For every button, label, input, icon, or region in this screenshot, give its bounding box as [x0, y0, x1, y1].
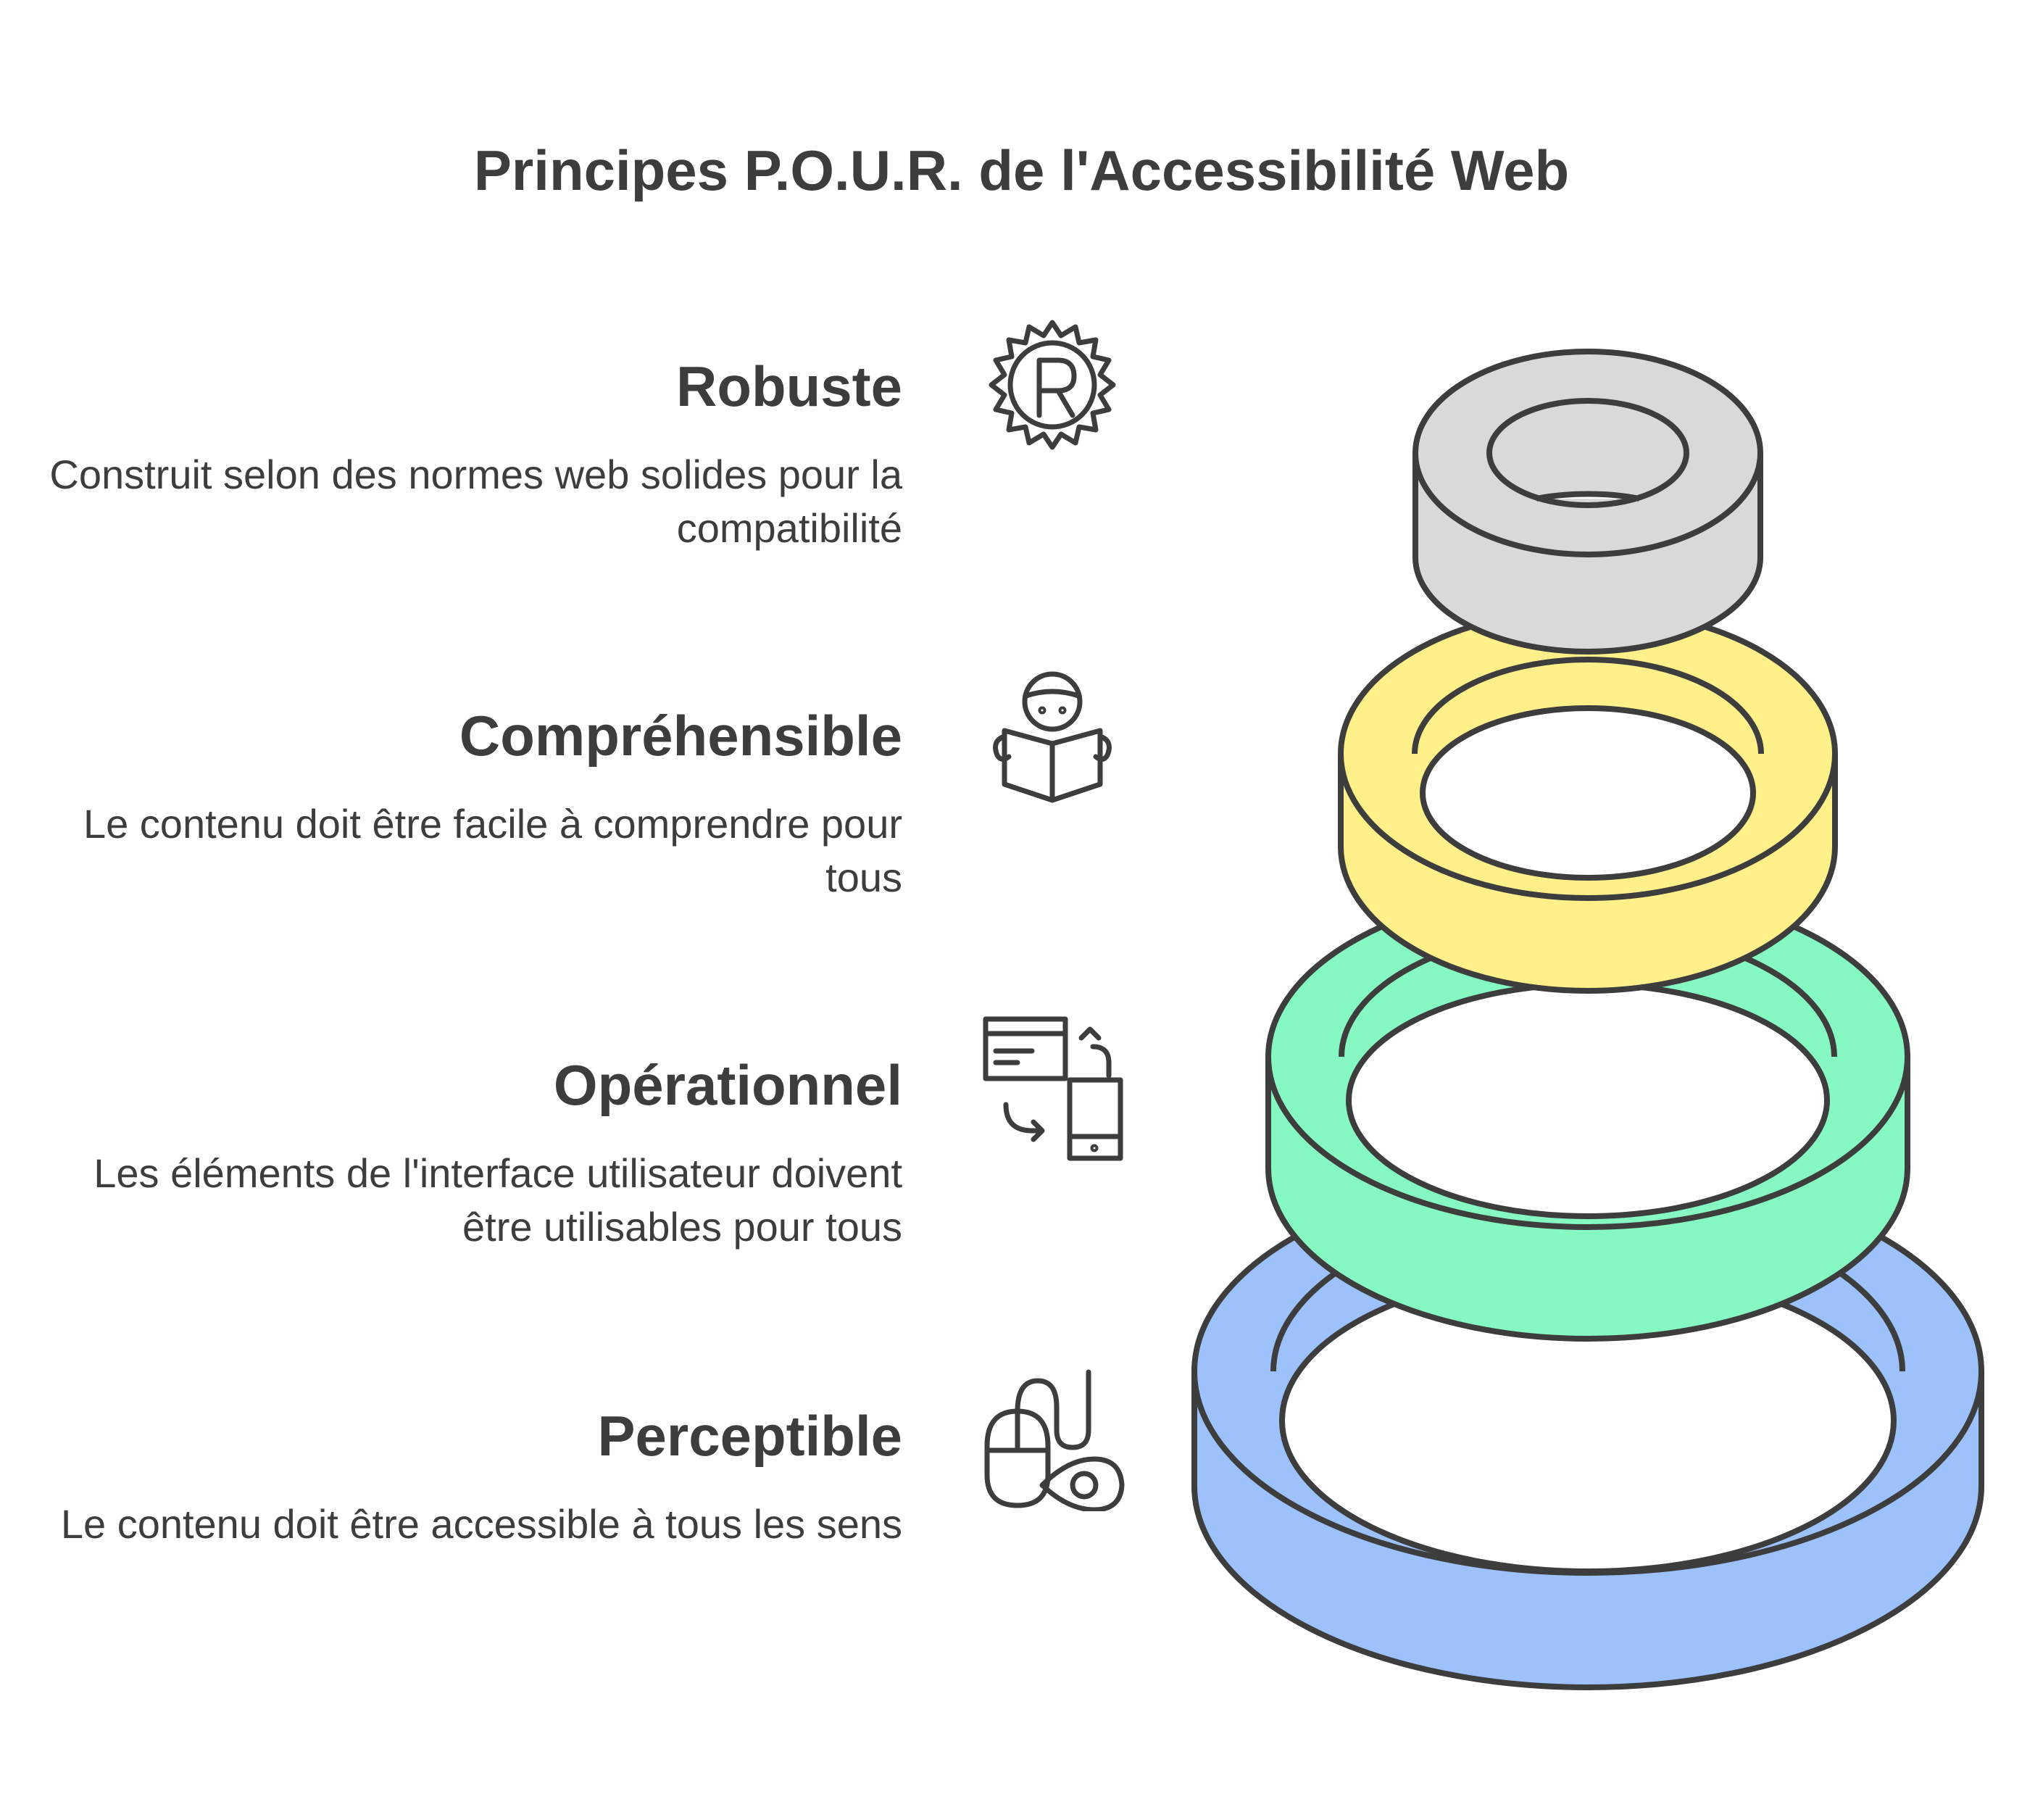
devices-sync-icon: [980, 1016, 1125, 1161]
diagram-title: Principes P.O.U.R. de l'Accessibilité We…: [473, 138, 1570, 202]
principle-description: Les éléments de l'interface utilisateur …: [93, 1150, 902, 1250]
ring-comprehensible: [1338, 607, 1838, 994]
principle-description: Le contenu doit être accessible à tous l…: [60, 1501, 902, 1547]
principle-description: Construit selon des normes web solides p…: [49, 452, 902, 551]
principle-perceptible: Perceptible Le contenu doit être accessi…: [33, 1403, 902, 1551]
mouse-eye-icon: [980, 1366, 1125, 1513]
gear-r-icon: [980, 314, 1125, 459]
principle-heading: Perceptible: [597, 1404, 902, 1468]
principle-description: Le contenu doit être facile à comprendre…: [83, 801, 902, 900]
principle-comprehensible: Compréhensible Le contenu doit être faci…: [33, 703, 902, 905]
principle-heading: Compréhensible: [459, 704, 902, 768]
principle-operationnel: Opérationnel Les éléments de l'interface…: [33, 1052, 902, 1254]
ring-operationnel: [1265, 884, 1910, 1342]
principle-heading: Opérationnel: [553, 1053, 902, 1117]
principle-heading: Robuste: [676, 354, 902, 418]
person-reading-book-icon: [980, 665, 1125, 810]
ring-robuste: [1412, 349, 1763, 655]
principle-robuste: Robuste Construit selon des normes web s…: [33, 354, 902, 555]
